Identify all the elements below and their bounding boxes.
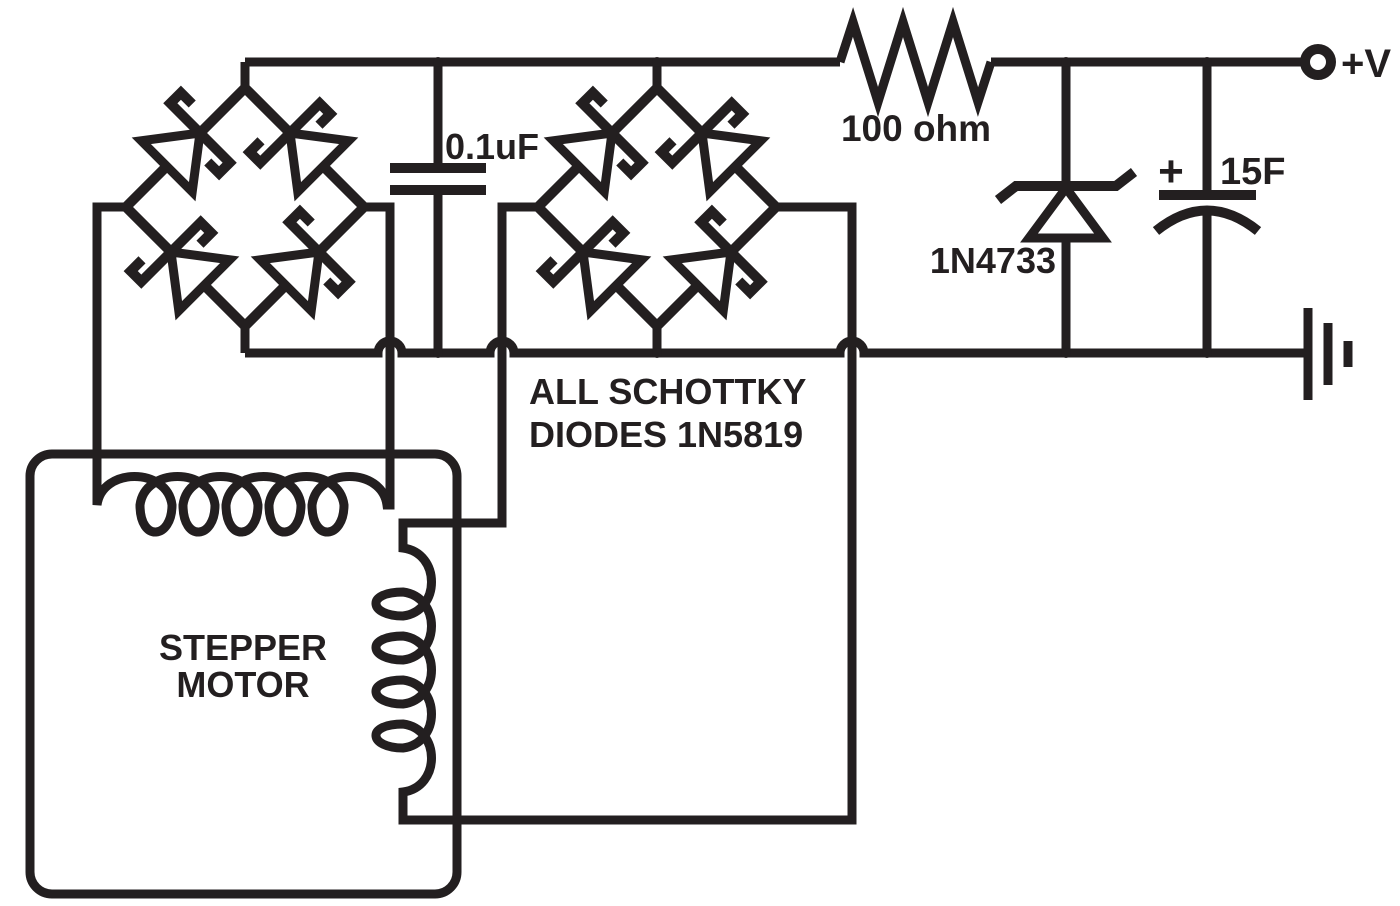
junction-dot bbox=[1061, 57, 1071, 67]
winding-b-coil bbox=[371, 202, 857, 825]
schottky-note-line1: ALL SCHOTTKY bbox=[529, 371, 806, 412]
ground-bars bbox=[1303, 308, 1353, 400]
capacitor-plates-icon bbox=[390, 163, 486, 195]
junction-dot bbox=[1202, 348, 1212, 358]
zener-part-number: 1N4733 bbox=[930, 240, 1056, 281]
output-terminal: +V bbox=[1300, 42, 1391, 86]
stepper-motor-label-line1: STEPPER bbox=[159, 627, 327, 668]
supercap-value: 15F bbox=[1220, 151, 1285, 193]
zener-diode: 1N4733 bbox=[930, 62, 1138, 353]
terminal-circle-icon bbox=[1300, 44, 1336, 80]
winding-a-coil bbox=[92, 202, 395, 537]
zener-triangle-icon bbox=[1020, 180, 1112, 243]
junction-dot bbox=[1061, 348, 1071, 358]
filter-capacitor: 0.1uF bbox=[390, 62, 539, 353]
junction-dot bbox=[1202, 57, 1212, 67]
bridge-1-diamond bbox=[118, 80, 372, 334]
ground-icon bbox=[1303, 308, 1353, 400]
stepper-motor-outline bbox=[25, 449, 462, 899]
junction-dot bbox=[652, 57, 662, 67]
resistor-value: 100 ohm bbox=[841, 108, 991, 149]
stepper-motor-label-line2: MOTOR bbox=[176, 664, 309, 705]
resistor-zigzag-icon bbox=[835, 6, 996, 118]
output-terminal-label: +V bbox=[1341, 42, 1391, 86]
junction-dot bbox=[433, 57, 443, 67]
diode-bridge-1 bbox=[118, 62, 372, 353]
wire-junctions bbox=[433, 57, 1212, 358]
supercap-polarity-mark: + bbox=[1158, 147, 1184, 196]
schottky-note-line2: DIODES 1N5819 bbox=[529, 414, 803, 455]
filter-capacitor-value: 0.1uF bbox=[445, 126, 539, 167]
stepper-motor: STEPPER MOTOR bbox=[25, 449, 462, 899]
junction-dot bbox=[652, 348, 662, 358]
bridge-2-diamond bbox=[530, 80, 784, 334]
junction-dot bbox=[433, 348, 443, 358]
supercap-curved-plate-icon bbox=[1152, 205, 1262, 235]
diode-bridge-2 bbox=[530, 62, 784, 353]
ground-bus-wire bbox=[245, 336, 1308, 358]
series-resistor: 100 ohm bbox=[835, 6, 996, 149]
supercapacitor: + 15F bbox=[1152, 62, 1285, 353]
